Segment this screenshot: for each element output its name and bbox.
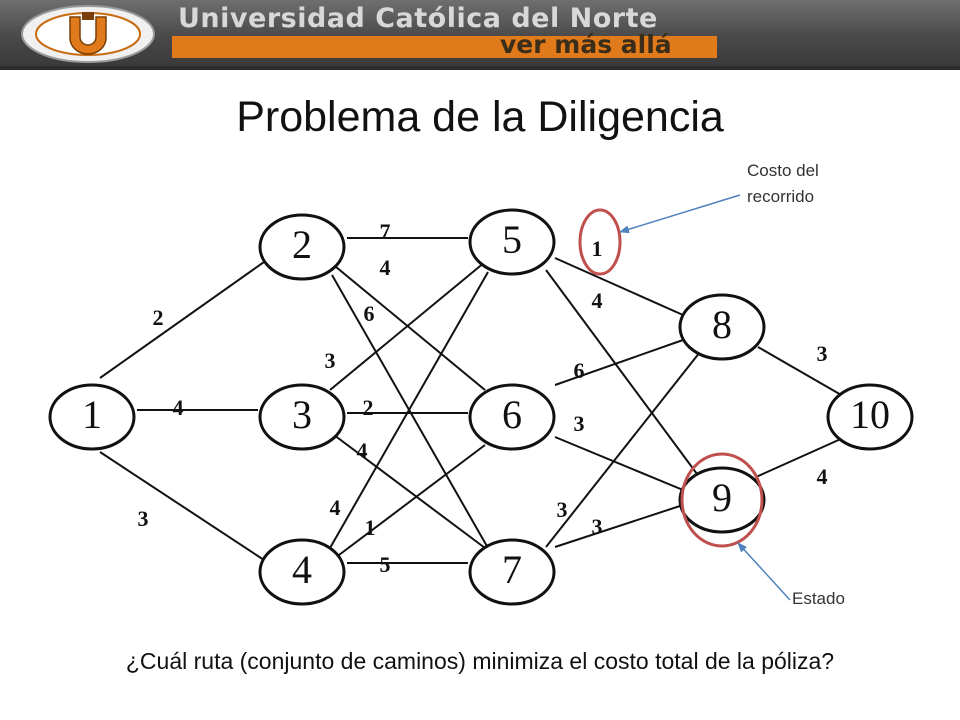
edge-5-9 [545,269,701,479]
node-7-shape [468,538,556,606]
university-tagline: ver más allá [500,30,672,59]
edge-cost-3-6: 2 [363,395,374,420]
node-10: 10 [826,383,914,451]
edge-cost-4-6: 1 [365,515,376,540]
edge-3-7 [329,431,486,549]
node-10-label: 10 [850,392,890,437]
edge-cost-5-9: 4 [592,288,603,313]
edge-6-9 [554,436,684,491]
node-6-shape [468,383,556,451]
edge-cost-5-8: 1 [592,236,603,261]
edge-6-8 [554,339,684,386]
edge-7-9 [554,504,684,548]
edge-cost-3-5: 3 [325,348,336,373]
node-8-label: 8 [712,302,732,347]
edge-cost-9-10: 4 [817,464,828,489]
university-logo [21,5,155,63]
university-name: Universidad Católica del Norte [178,3,658,34]
node-6-label: 6 [502,392,522,437]
question-text: ¿Cuál ruta (conjunto de caminos) minimiz… [125,648,835,674]
node-2-shape [258,213,346,281]
header-divider [0,66,960,70]
cost-highlight-oval [578,208,622,276]
node-6: 6 [468,383,556,451]
node-3: 3 [258,383,346,451]
node-7-label: 7 [502,547,522,592]
edge-cost-1-3: 4 [173,395,184,420]
edge-cost-2-5: 7 [380,219,391,244]
node-1: 1 [48,383,136,451]
node-9-shape [678,466,766,534]
node-2-label: 2 [292,222,312,267]
edge-3-5 [329,261,486,391]
node-3-label: 3 [292,392,312,437]
edge-4-5 [329,271,489,549]
page-title: Problema de la Diligencia [236,93,724,141]
node-5-shape [468,208,556,276]
state-highlight-oval [680,452,764,548]
node-8-shape [678,293,766,361]
edge-cost-4-5: 4 [330,495,341,520]
edge-cost-6-8: 6 [574,358,585,383]
node-4: 4 [258,538,346,606]
edge-8-10 [757,346,844,397]
edge-9-10 [755,437,844,478]
header-banner: Universidad Católica del Norte ver más a… [0,0,960,66]
edge-cost-6-9: 3 [574,411,585,436]
edge-cost-4-7: 5 [380,552,391,577]
node-9: 9 [678,466,766,534]
annotation-overlay [578,194,791,601]
edges-layer [99,237,844,564]
state-annotation: Estado [792,589,845,608]
edge-7-8 [545,351,701,548]
edge-4-6 [334,444,486,559]
edge-cost-1-4: 3 [138,506,149,531]
edge-5-8 [554,257,684,316]
edge-cost-8-10: 3 [817,341,828,366]
node-10-shape [826,383,914,451]
node-5: 5 [468,208,556,276]
state-pointer-arrow [737,542,791,601]
node-7: 7 [468,538,556,606]
node-4-shape [258,538,346,606]
node-9-label: 9 [712,475,732,520]
node-1-shape [48,383,136,451]
node-4-label: 4 [292,547,312,592]
edge-2-7 [331,274,489,549]
cost-pointer-arrow [619,194,741,234]
edge-1-2 [99,261,265,379]
node-8: 8 [678,293,766,361]
edge-cost-7-9: 3 [592,514,603,539]
edge-cost-1-2: 2 [153,305,164,330]
node-5-label: 5 [502,217,522,262]
brand-bar [172,36,717,58]
node-3-shape [258,383,346,451]
edge-cost-3-7: 4 [357,438,368,463]
edge-cost-7-8: 3 [557,497,568,522]
node-2: 2 [258,213,346,281]
edge-cost-2-7: 6 [364,301,375,326]
cost-annotation: Costo del recorrido [747,161,819,206]
nodes-layer: 1 2 3 4 5 6 7 8 9 10 [48,208,914,606]
node-1-label: 1 [82,392,102,437]
edge-1-4 [99,451,265,561]
edge-cost-2-6: 4 [380,255,391,280]
